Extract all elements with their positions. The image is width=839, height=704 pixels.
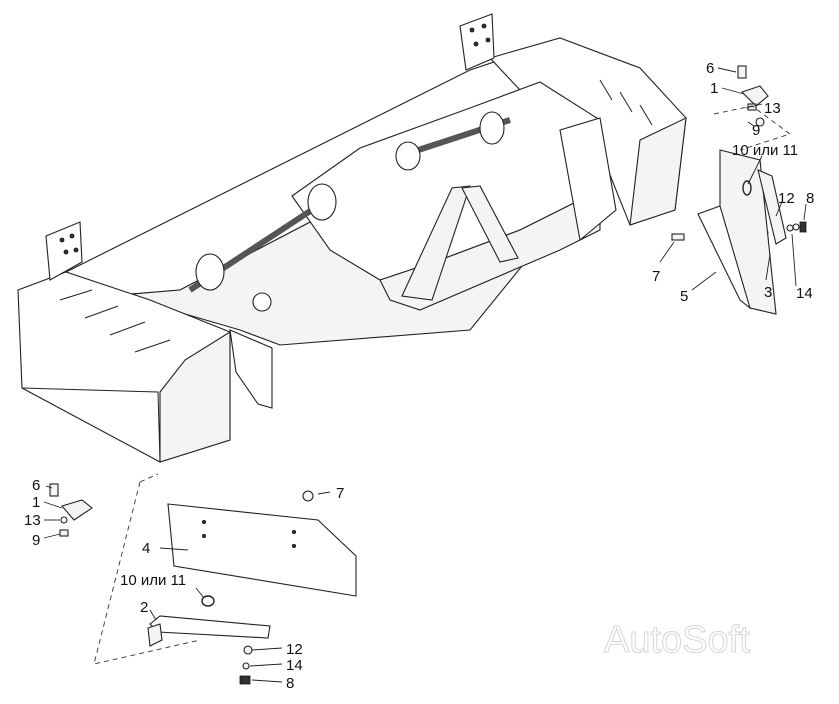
callout-6-top: 6 [706, 60, 714, 77]
mount-plate-right [459, 13, 495, 71]
mount-plate-left [45, 221, 83, 281]
callout-8-top: 8 [806, 190, 814, 207]
bracket-1-top [740, 85, 769, 107]
a-frame [401, 185, 471, 301]
callout-7-bottom: 7 [336, 485, 344, 502]
callouts-top: 6 1 13 9 10 или 11 12 8 7 5 3 14 [652, 60, 814, 305]
drive-shaft-1 [188, 183, 337, 293]
callout-4-bottom: 4 [142, 540, 150, 557]
strip-2-bottom [149, 615, 271, 639]
drive-shaft-2 [395, 111, 511, 171]
callout-9-bottom: 9 [32, 532, 40, 549]
callout-10-bottom: 10 или 11 [120, 572, 186, 589]
callout-7-top: 7 [652, 268, 660, 285]
bolt-6-bottom [49, 483, 59, 497]
callout-13-bottom: 13 [24, 512, 41, 529]
callout-9-top: 9 [752, 122, 760, 139]
callout-10-top: 10 или 11 [732, 142, 798, 159]
bracket-1-bottom [61, 499, 93, 521]
leader-lines [43, 67, 807, 683]
callout-14-top: 14 [796, 285, 813, 302]
mower-frame [17, 13, 687, 463]
callout-14-bottom: 14 [286, 657, 303, 674]
callout-5-top: 5 [680, 288, 688, 305]
watermark: AutoSoft [604, 619, 750, 661]
callout-8-bottom: 8 [286, 675, 294, 692]
callout-12-top: 12 [778, 190, 795, 207]
callout-1-bottom: 1 [32, 494, 40, 511]
callout-3-top: 3 [764, 284, 772, 301]
bottom-left-exploded [49, 473, 357, 685]
callout-12-bottom: 12 [286, 641, 303, 658]
top-right-exploded [671, 65, 807, 315]
callouts-bottom: 6 1 13 9 7 4 10 или 11 2 12 14 8 [24, 477, 344, 692]
callout-6-bottom: 6 [32, 477, 40, 494]
callout-13-top: 13 [764, 100, 781, 117]
shield-plate-4 [167, 503, 357, 597]
strip-3-top [757, 169, 787, 245]
bolt-6-top [737, 65, 747, 79]
callout-1-top: 1 [710, 80, 718, 97]
callout-2-bottom: 2 [140, 599, 148, 616]
